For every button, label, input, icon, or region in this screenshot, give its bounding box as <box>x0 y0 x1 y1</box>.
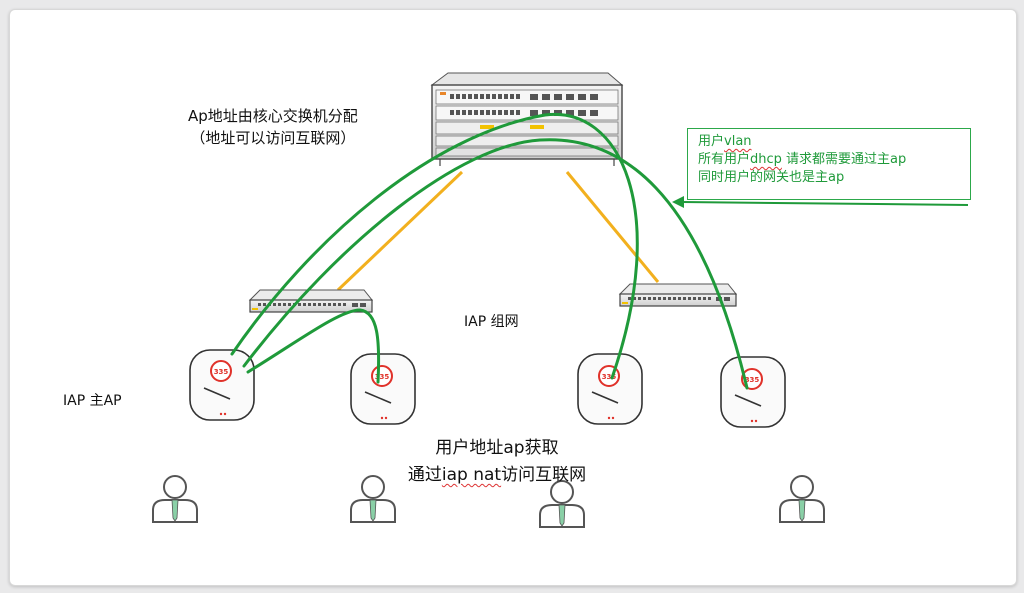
ap-badge: 335 <box>602 373 617 381</box>
ap-badge: 335 <box>745 376 760 384</box>
user-addr-line2-suffix: 访问互联网 <box>501 465 587 485</box>
user-addr-line1: 用户地址ap获取 <box>435 438 559 458</box>
note-line1: 用户vlan <box>698 133 970 151</box>
iap-network-label: IAP 组网 <box>464 314 519 330</box>
note-line1-term: vlan <box>724 134 752 149</box>
ap-badge: 335 <box>375 373 390 381</box>
iap-master-label: IAP 主AP <box>63 393 122 409</box>
core-switch-label: Ap地址由核心交换机分配 （地址可以访问互联网） <box>188 105 358 149</box>
access-point-icon: 335 <box>350 353 416 425</box>
note-line2-prefix: 所有用户 <box>698 152 751 167</box>
arrow-left-icon <box>681 201 969 206</box>
user-person-icon <box>539 480 585 528</box>
arrow-head-icon <box>672 196 684 208</box>
note-line2-suffix: 请求都需要通过主ap <box>781 152 907 167</box>
access-point-icon: 335 <box>189 349 255 421</box>
note-line1-prefix: 用户 <box>698 134 725 149</box>
note-line2: 所有用户dhcp 请求都需要通过主ap <box>698 151 970 169</box>
user-person-icon <box>779 475 825 523</box>
tunnel-line-master-to-right-ap <box>230 112 639 380</box>
tunnel-line-master-to-ap2 <box>246 308 381 384</box>
tunnel-line-master-to-far-ap <box>242 138 749 390</box>
network-diagram: 335 335 335 335 <box>152 72 969 528</box>
access-switch-icon <box>248 289 374 313</box>
note-line3: 同时用户的网关也是主ap <box>698 170 845 185</box>
access-switch-icon <box>618 283 738 307</box>
ap-badge: 335 <box>214 368 229 376</box>
user-addr-line2-prefix: 通过 <box>407 465 442 485</box>
core-label-line1: Ap地址由核心交换机分配 <box>188 107 358 125</box>
user-person-icon <box>152 475 198 523</box>
user-person-icon <box>350 475 396 523</box>
access-point-icon: 335 <box>720 356 786 428</box>
access-point-icon: 335 <box>577 353 643 425</box>
slide-canvas: 335 335 335 335 <box>9 9 1017 586</box>
uplink-left-line <box>336 170 464 292</box>
core-label-line2: （地址可以访问互联网） <box>190 129 356 147</box>
user-addr-line2: 通过iap nat访问互联网 <box>382 462 612 489</box>
vlan-note-box: 用户vlan 所有用户dhcp 请求都需要通过主ap 同时用户的网关也是主ap <box>687 128 971 200</box>
user-addr-line2-term: iap nat <box>441 465 502 485</box>
user-address-label: 用户地址ap获取 通过iap nat访问互联网 <box>382 435 612 489</box>
note-line2-term: dhcp <box>750 152 782 167</box>
uplink-right-line <box>565 171 660 283</box>
